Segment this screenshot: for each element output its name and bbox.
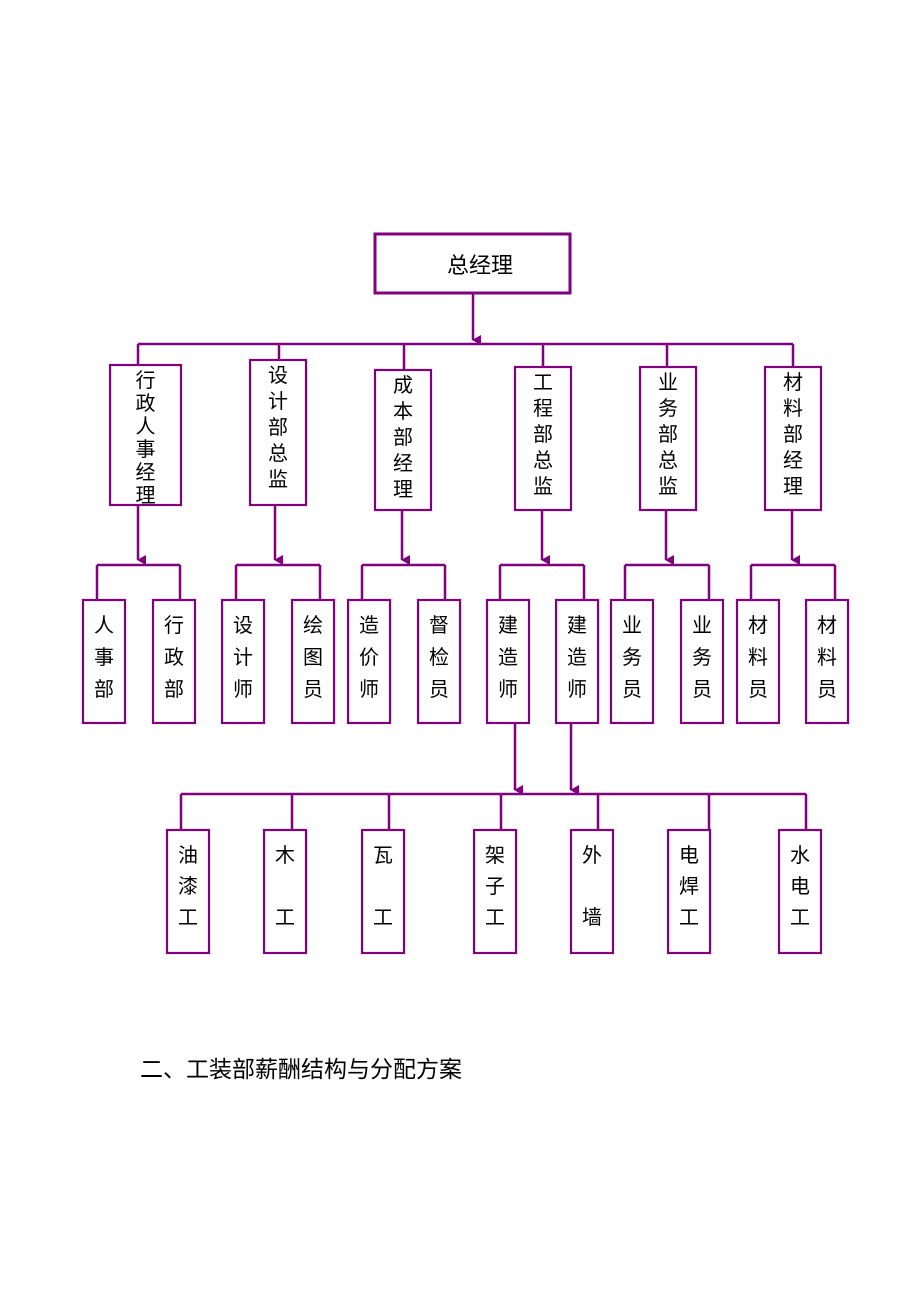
section-heading: 二、工装部薪酬结构与分配方案 bbox=[140, 1057, 462, 1083]
staff-node-5: 造价师 bbox=[346, 598, 392, 725]
staff-node-11: 材料员 bbox=[735, 598, 781, 725]
staff-node-12-label: 材料员 bbox=[817, 613, 837, 701]
manager-node-6-box bbox=[763, 365, 823, 512]
worker-node-7: 水电工 bbox=[777, 828, 823, 955]
manager-node-5-box bbox=[638, 365, 698, 512]
staff-node-11-label: 材料员 bbox=[748, 613, 768, 701]
manager-node-4: 工程部总监 bbox=[513, 365, 573, 512]
manager-node-2-box bbox=[248, 358, 308, 507]
staff-node-9-box bbox=[609, 598, 655, 725]
staff-node-10: 业务员 bbox=[679, 598, 725, 725]
staff-node-5-box bbox=[346, 598, 392, 725]
worker-node-1-box bbox=[165, 828, 211, 955]
staff-node-11-box bbox=[735, 598, 781, 725]
staff-node-7: 建造师 bbox=[485, 598, 531, 725]
worker-node-4-box bbox=[472, 828, 518, 955]
staff-node-6-box bbox=[416, 598, 462, 725]
worker-node-6-box bbox=[666, 828, 712, 955]
worker-node-4: 架子工 bbox=[472, 828, 518, 955]
worker-node-5-label: 外墙 bbox=[582, 843, 602, 929]
staff-node-8: 建造师 bbox=[554, 598, 600, 725]
worker-node-1: 油漆工 bbox=[165, 828, 211, 955]
staff-node-2-label: 行政部 bbox=[164, 613, 184, 701]
worker-node-5-box bbox=[569, 828, 615, 955]
manager-node-1-box bbox=[108, 363, 183, 507]
staff-node-2: 行政部 bbox=[151, 598, 197, 725]
staff-node-8-label: 建造师 bbox=[567, 613, 587, 701]
manager-node-3-box bbox=[373, 368, 433, 512]
staff-node-2-box bbox=[151, 598, 197, 725]
staff-node-9: 业务员 bbox=[609, 598, 655, 725]
worker-node-3: 瓦工 bbox=[360, 828, 406, 955]
manager-node-3: 成本部经理 bbox=[373, 368, 433, 512]
worker-node-2-label: 木工 bbox=[275, 843, 295, 929]
manager-node-5-label: 业务部总监 bbox=[658, 370, 678, 498]
manager-node-3-label: 成本部经理 bbox=[393, 373, 413, 501]
staff-node-10-box bbox=[679, 598, 725, 725]
manager-node-2-label: 设计部总监 bbox=[268, 363, 288, 491]
manager-node-4-box bbox=[513, 365, 573, 512]
worker-node-7-label: 水电工 bbox=[790, 843, 810, 929]
worker-node-7-box bbox=[777, 828, 823, 955]
root-node-label: 总经理 bbox=[447, 254, 513, 279]
manager-node-4-label: 工程部总监 bbox=[533, 370, 553, 498]
worker-node-6-label: 电焊工 bbox=[679, 843, 699, 929]
staff-node-1-box bbox=[81, 598, 127, 725]
manager-node-6: 材料部经理 bbox=[763, 365, 823, 512]
staff-node-7-label: 建造师 bbox=[498, 613, 518, 701]
manager-node-6-label: 材料部经理 bbox=[783, 370, 803, 498]
staff-node-4-box bbox=[290, 598, 336, 725]
manager-node-1: 行政人事经理 bbox=[108, 363, 183, 507]
root-node: 总经理 bbox=[373, 232, 572, 295]
staff-node-8-box bbox=[554, 598, 600, 725]
staff-node-12-box bbox=[804, 598, 850, 725]
manager-node-1-label: 行政人事经理 bbox=[136, 368, 156, 507]
staff-node-3-label: 设计师 bbox=[233, 613, 253, 701]
manager-node-5: 业务部总监 bbox=[638, 365, 698, 512]
worker-node-1-label: 油漆工 bbox=[178, 843, 198, 929]
staff-node-1: 人事部 bbox=[81, 598, 127, 725]
worker-node-2: 木工 bbox=[262, 828, 308, 955]
worker-node-3-label: 瓦工 bbox=[373, 843, 393, 929]
staff-node-9-label: 业务员 bbox=[622, 613, 642, 701]
staff-node-10-label: 业务员 bbox=[692, 613, 712, 701]
staff-node-3-box bbox=[220, 598, 266, 725]
staff-node-7-box bbox=[485, 598, 531, 725]
staff-node-4-label: 绘图员 bbox=[303, 613, 323, 701]
connector-lines bbox=[95, 293, 837, 830]
staff-node-6: 督检员 bbox=[416, 598, 462, 725]
worker-node-6: 电焊工 bbox=[666, 828, 712, 955]
staff-node-5-label: 造价师 bbox=[359, 613, 379, 701]
staff-node-6-label: 督检员 bbox=[429, 613, 449, 701]
root-node-box bbox=[373, 232, 572, 295]
worker-node-5: 外墙 bbox=[569, 828, 615, 955]
worker-node-4-label: 架子工 bbox=[485, 843, 505, 929]
worker-node-2-box bbox=[262, 828, 308, 955]
staff-node-12: 材料员 bbox=[804, 598, 850, 725]
staff-node-4: 绘图员 bbox=[290, 598, 336, 725]
manager-node-2: 设计部总监 bbox=[248, 358, 308, 507]
staff-node-1-label: 人事部 bbox=[94, 613, 114, 701]
staff-node-3: 设计师 bbox=[220, 598, 266, 725]
worker-node-3-box bbox=[360, 828, 406, 955]
